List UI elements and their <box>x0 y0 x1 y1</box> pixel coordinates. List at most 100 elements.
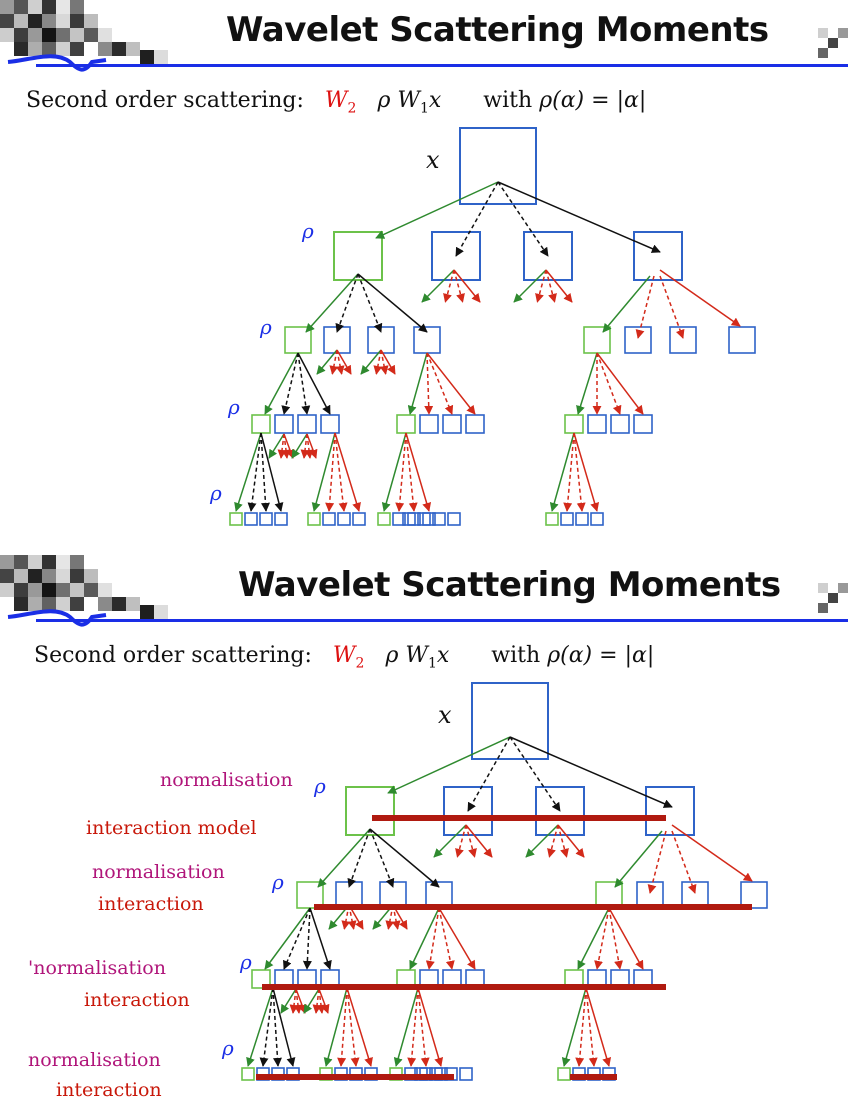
wavelet-node <box>466 415 484 433</box>
annotation-normalisation-3: 'normalisation <box>28 957 166 979</box>
wavelet-node <box>634 232 682 280</box>
wavelet-arrow <box>672 831 695 893</box>
modulus-arrow <box>281 989 296 1013</box>
modulus-arrow <box>384 433 406 511</box>
wavelet-node <box>324 327 350 353</box>
modulus-node <box>546 513 558 525</box>
wavelet-arrow <box>307 434 316 458</box>
wavelet-node <box>729 327 755 353</box>
modulus-arrow <box>314 433 335 511</box>
rho-label: ρ <box>259 315 272 339</box>
slide-bottom: Wavelet Scattering Moments Second order … <box>0 555 848 1105</box>
rho-label: ρ <box>271 870 284 894</box>
modulus-arrow <box>376 182 498 238</box>
wavelet-node <box>414 327 440 353</box>
wavelet-arrow <box>296 989 305 1013</box>
wavelet-arrow <box>358 274 427 332</box>
modulus-arrow <box>564 988 586 1066</box>
wavelet-node <box>460 1068 472 1080</box>
wavelet-node <box>321 415 339 433</box>
wavelet-node <box>260 513 272 525</box>
wavelet-node <box>275 415 293 433</box>
modulus-arrow <box>615 831 662 887</box>
modulus-arrow <box>578 353 597 414</box>
wavelet-arrow <box>427 353 452 414</box>
modulus-arrow <box>306 274 358 332</box>
slide-top: Wavelet Scattering Moments Second order … <box>0 0 848 550</box>
wavelet-arrow <box>660 270 740 326</box>
wavelet-node <box>275 513 287 525</box>
modulus-arrow <box>578 908 609 969</box>
rho-label: ρ <box>313 774 326 798</box>
wavelet-arrow <box>337 274 358 332</box>
wavelet-arrow <box>284 434 293 458</box>
modulus-arrow <box>265 353 298 414</box>
wavelet-node <box>561 513 573 525</box>
modulus-arrow <box>269 434 284 458</box>
wavelet-node <box>634 415 652 433</box>
wavelet-arrow <box>597 353 643 414</box>
wavelet-arrow <box>319 989 328 1013</box>
annotation-interaction-3: interaction <box>84 989 190 1011</box>
modulus-arrow <box>388 737 510 793</box>
modulus-arrow <box>304 989 319 1013</box>
modulus-arrow <box>236 433 261 511</box>
wavelet-arrow <box>418 988 441 1066</box>
rho-label: ρ <box>221 1036 234 1060</box>
modulus-node <box>397 415 415 433</box>
wavelet-arrow <box>251 433 261 511</box>
wavelet-arrow <box>347 988 356 1066</box>
modulus-node <box>242 1068 254 1080</box>
wavelet-node <box>245 513 257 525</box>
modulus-arrow <box>326 988 347 1066</box>
annotation-normalisation-2: normalisation <box>92 861 225 883</box>
wavelet-arrow <box>427 353 475 414</box>
wavelet-node <box>323 513 335 525</box>
wavelet-arrow <box>347 988 371 1066</box>
wavelet-arrow <box>597 353 620 414</box>
wavelet-arrow <box>456 182 498 256</box>
modulus-node <box>252 415 270 433</box>
wavelet-node <box>611 415 629 433</box>
root-label-x: x <box>426 146 440 174</box>
wavelet-arrow <box>335 433 344 511</box>
wavelet-node <box>420 415 438 433</box>
modulus-arrow <box>410 353 427 414</box>
annotation-normalisation-4: normalisation <box>28 1049 161 1071</box>
wavelet-node <box>625 327 651 353</box>
modulus-node <box>334 232 382 280</box>
wavelet-node <box>448 513 460 525</box>
root-label-x: x <box>438 701 452 729</box>
modulus-node <box>378 513 390 525</box>
wavelet-node <box>576 513 588 525</box>
wavelet-arrow <box>468 737 510 811</box>
rho-label: ρ <box>301 219 314 243</box>
wavelet-arrow <box>307 908 310 969</box>
wavelet-node <box>646 787 694 835</box>
modulus-arrow <box>292 434 307 458</box>
annotation-interaction-4: interaction <box>56 1079 162 1101</box>
modulus-arrow <box>318 829 370 887</box>
modulus-arrow <box>552 433 574 511</box>
modulus-arrow <box>603 276 650 332</box>
modulus-node <box>584 327 610 353</box>
wavelet-node <box>443 415 461 433</box>
wavelet-arrow <box>427 353 429 414</box>
wavelet-arrow <box>349 829 370 887</box>
wavelet-node <box>338 513 350 525</box>
wavelet-arrow <box>574 433 597 511</box>
annotation-interaction-model: interaction model <box>86 817 257 839</box>
wavelet-node <box>460 128 536 204</box>
wavelet-node <box>591 513 603 525</box>
modulus-node <box>558 1068 570 1080</box>
wavelet-arrow <box>284 353 298 414</box>
wavelet-arrow <box>263 988 273 1066</box>
wavelet-node <box>670 327 696 353</box>
rho-label: ρ <box>227 395 240 419</box>
wavelet-node <box>298 415 316 433</box>
modulus-arrow <box>248 988 273 1066</box>
wavelet-arrow <box>660 276 683 338</box>
annotation-normalisation-1: normalisation <box>160 769 293 791</box>
wavelet-arrow <box>597 908 609 969</box>
